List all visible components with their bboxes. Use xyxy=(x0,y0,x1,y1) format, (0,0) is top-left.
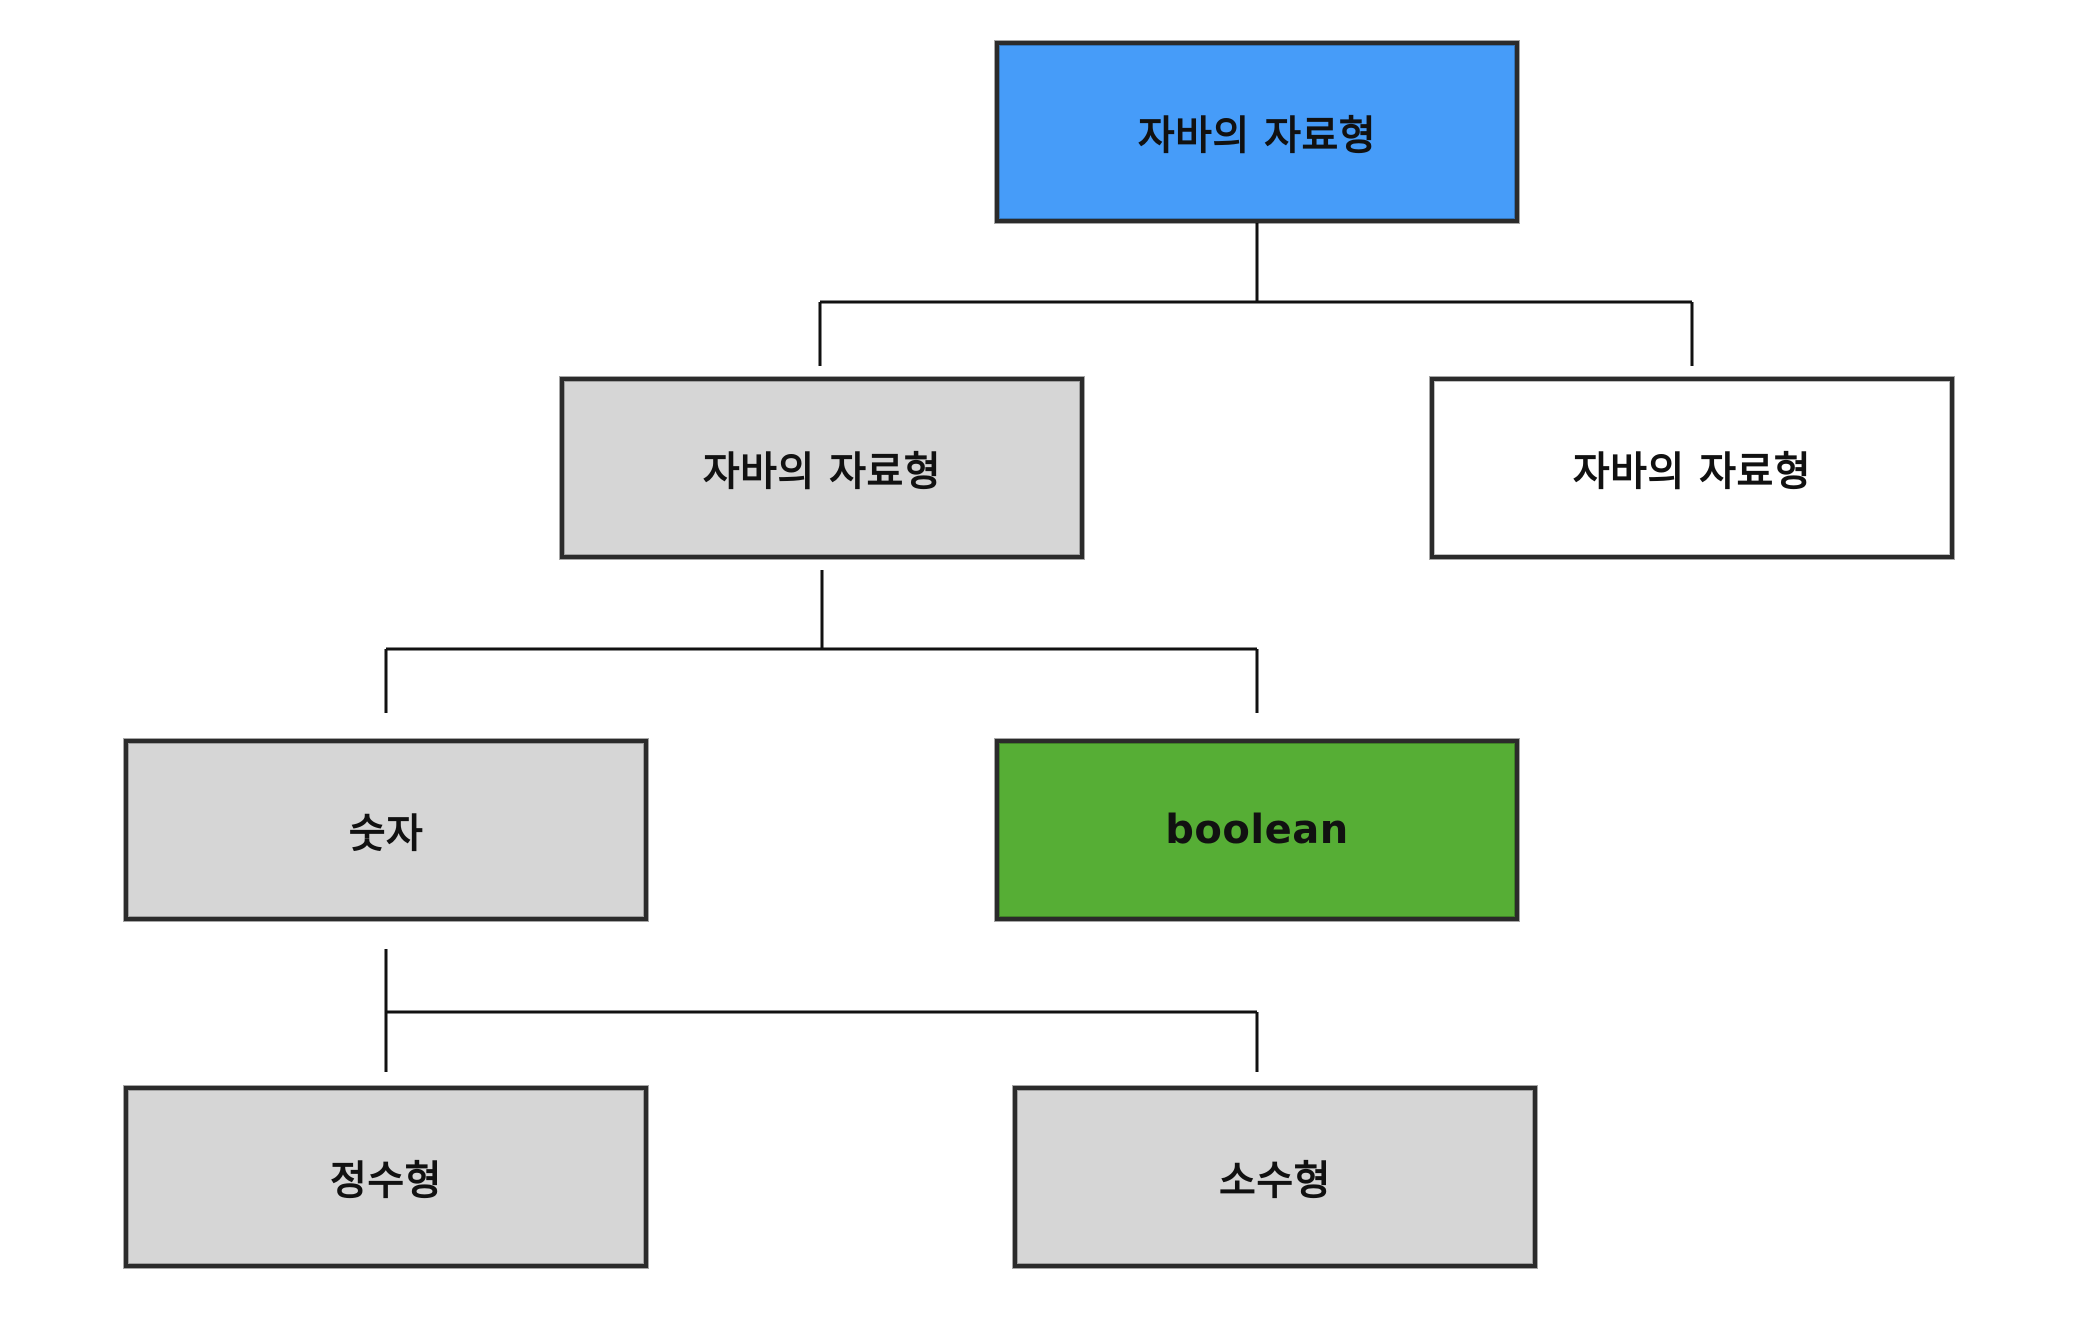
node-integer-type: 정수형 xyxy=(124,1086,648,1268)
node-float-type: 소수형 xyxy=(1013,1086,1537,1268)
connector-number-children xyxy=(384,949,1259,1072)
node-label: 자바의 자료형 xyxy=(702,449,942,495)
node-boolean: boolean xyxy=(995,739,1519,921)
connector-root-children xyxy=(818,223,1694,366)
node-label: 자바의 자료형 xyxy=(1572,449,1812,495)
connector-left-children xyxy=(384,570,1259,713)
node-label: boolean xyxy=(1165,807,1349,853)
node-java-data-types-right: 자바의 자료형 xyxy=(1430,377,1954,559)
node-label: 자바의 자료형 xyxy=(1137,113,1377,159)
node-java-data-types-left: 자바의 자료형 xyxy=(560,377,1084,559)
node-number: 숫자 xyxy=(124,739,648,921)
node-label: 소수형 xyxy=(1219,1158,1331,1204)
node-label: 정수형 xyxy=(330,1158,442,1204)
node-label: 숫자 xyxy=(348,811,424,857)
node-java-data-types-root: 자바의 자료형 xyxy=(995,41,1519,223)
